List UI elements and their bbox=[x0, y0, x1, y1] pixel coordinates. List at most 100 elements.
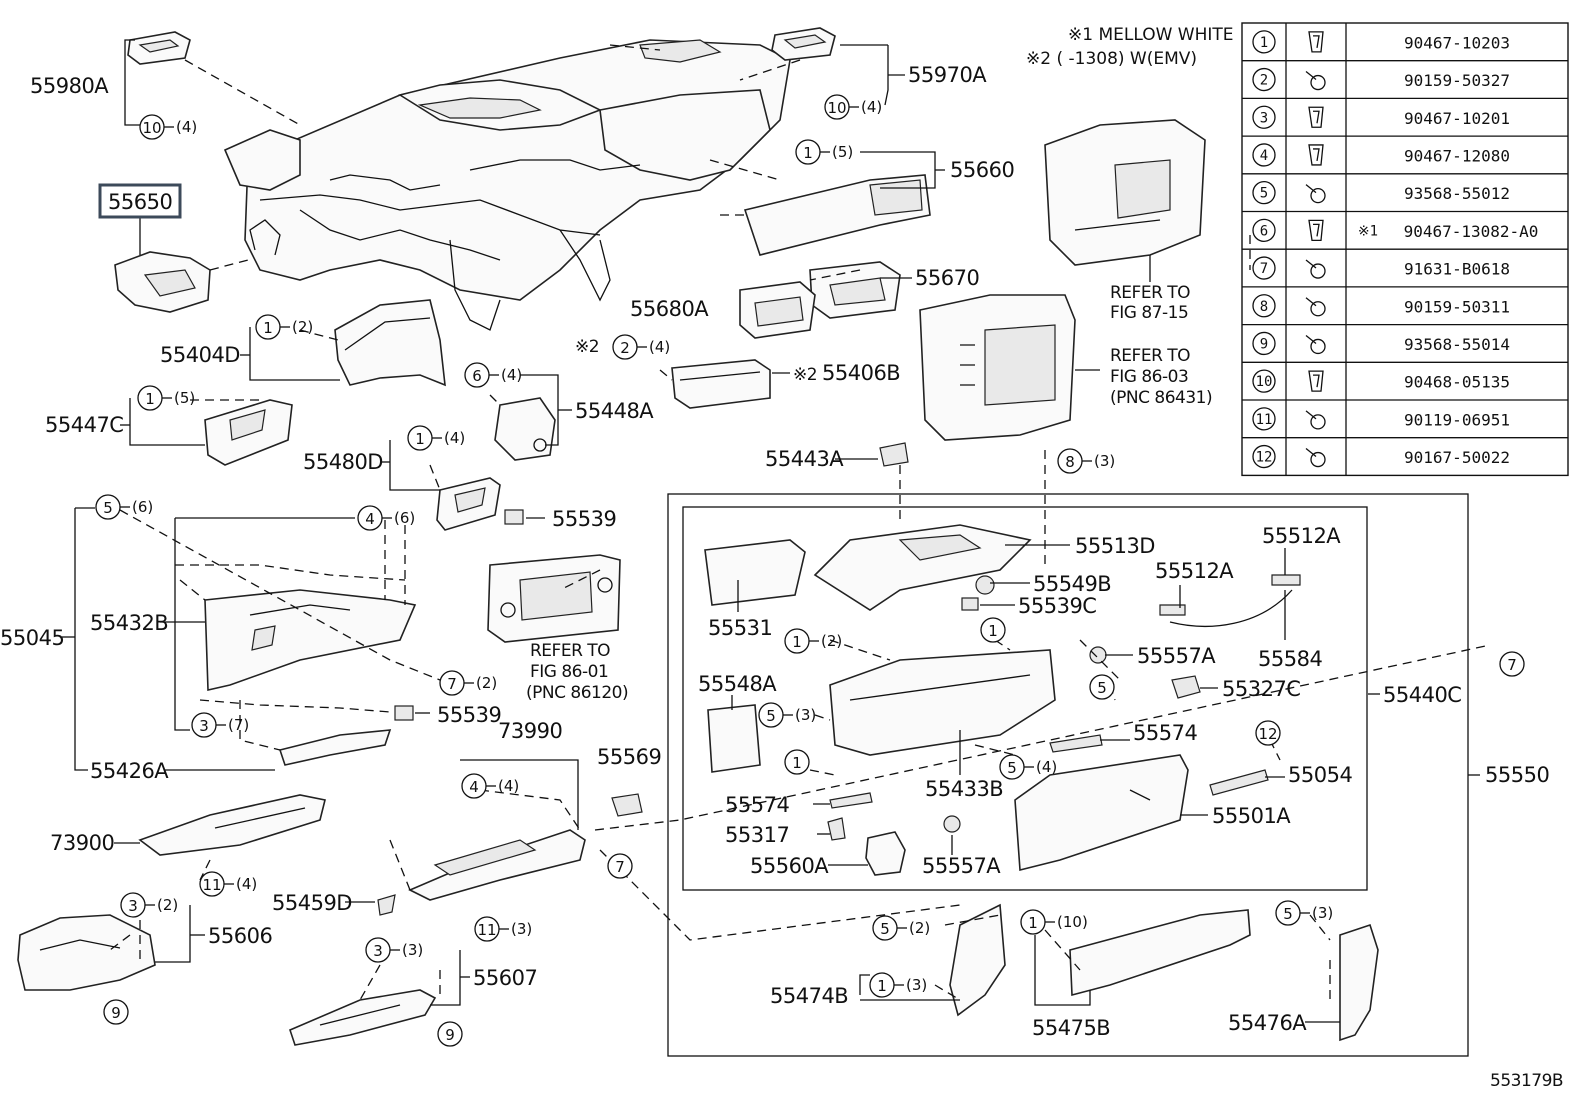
callout-number: 8 bbox=[1065, 453, 1075, 471]
callout-quantity: (2) bbox=[821, 632, 842, 650]
part-55432B-drawing bbox=[204, 589, 417, 691]
screw-icon bbox=[1305, 448, 1326, 468]
label-55574-a: 55574 bbox=[1133, 721, 1197, 745]
label-55539-b: 55539 bbox=[437, 703, 501, 727]
screw-icon bbox=[1305, 410, 1326, 430]
part-55970A-drawing bbox=[771, 27, 836, 61]
label-55539C: 55539C bbox=[1018, 594, 1096, 618]
callout-quantity: (4) bbox=[176, 118, 197, 136]
callout-11: 11(4) bbox=[199, 871, 257, 897]
callout-quantity: (3) bbox=[906, 976, 927, 994]
label-55970A: 55970A bbox=[908, 63, 987, 87]
callout-number: 3 bbox=[373, 942, 383, 960]
row-number: 4 bbox=[1260, 148, 1268, 164]
part-55433B-drawing bbox=[829, 649, 1056, 756]
part-number: 90467-10201 bbox=[1404, 109, 1510, 128]
display-87-15-drawing bbox=[1044, 119, 1206, 266]
part-55406B-drawing bbox=[671, 359, 771, 409]
callout-1: 1(10) bbox=[1020, 909, 1088, 935]
label-73900: 73900 bbox=[50, 831, 114, 855]
row-number-circle bbox=[1252, 180, 1276, 205]
label-55670: 55670 bbox=[915, 266, 979, 290]
screw-icon bbox=[1305, 334, 1326, 355]
clip-icon bbox=[1308, 370, 1324, 392]
part-55650-drawing bbox=[114, 251, 211, 313]
callout-number: 11 bbox=[477, 921, 496, 939]
callout-3: 3(2) bbox=[120, 892, 178, 918]
callout-9: 9 bbox=[103, 999, 129, 1025]
part-73990-drawing bbox=[408, 829, 586, 901]
callout-number: 9 bbox=[445, 1026, 455, 1044]
part-mark: ※1 bbox=[1358, 223, 1378, 239]
callout-1: 1(2) bbox=[784, 628, 842, 654]
label-55475B: 55475B bbox=[1032, 1016, 1110, 1040]
part-number: 91631-B0618 bbox=[1404, 260, 1510, 279]
audio-unit-drawing bbox=[487, 554, 621, 643]
callout-number: 5 bbox=[103, 499, 113, 517]
callout-7: 7 bbox=[607, 853, 633, 879]
callout-3: 3 (3) bbox=[365, 937, 423, 963]
row-number-circle bbox=[1252, 67, 1276, 92]
highlight-box-55650 bbox=[98, 183, 182, 219]
part-55512A-drawing bbox=[1159, 574, 1301, 627]
callout-number: 1 bbox=[988, 622, 998, 640]
callout-quantity: (6) bbox=[132, 498, 153, 516]
label-55406B-mark: ※2 bbox=[793, 365, 817, 385]
label-55574-b: 55574 bbox=[725, 793, 789, 817]
callout-quantity: (4) bbox=[444, 429, 465, 447]
row-number-circle bbox=[1252, 30, 1276, 54]
callout-quantity: (3) bbox=[402, 941, 423, 959]
part-number: 90467-10203 bbox=[1404, 33, 1510, 52]
label-55548A: 55548A bbox=[698, 672, 777, 696]
callout-9: 9 bbox=[437, 1021, 463, 1047]
part-number: 90467-12080 bbox=[1404, 146, 1510, 165]
callout-number: 7 bbox=[1507, 656, 1517, 674]
refer-86-03-line2: FIG 86-03 bbox=[1110, 367, 1188, 387]
instrument-panel-drawing bbox=[223, 39, 791, 331]
label-55317: 55317 bbox=[725, 823, 789, 847]
row-number-circle bbox=[1252, 331, 1276, 356]
refer-86-01-line2: FIG 86-01 bbox=[530, 662, 608, 682]
callout-1: 1(5) bbox=[795, 139, 853, 165]
part-73900-drawing bbox=[138, 794, 326, 856]
callout-number: 10 bbox=[142, 119, 161, 137]
part-55549B-drawing bbox=[975, 575, 995, 595]
part-55054-drawing bbox=[1209, 769, 1269, 796]
callout-quantity: (7) bbox=[228, 716, 249, 734]
refer-87-15-line2: FIG 87-15 bbox=[1110, 303, 1188, 323]
callout-circle bbox=[784, 749, 810, 775]
callout-quantity: (3) bbox=[1312, 904, 1333, 922]
callout-11: 11(3) bbox=[474, 916, 532, 942]
callout-number: 4 bbox=[365, 510, 375, 528]
callout-number: 7 bbox=[615, 858, 625, 876]
callout-5: 5 (6) bbox=[95, 494, 153, 520]
callout-number: 10 bbox=[827, 99, 846, 117]
callout-quantity: (4) bbox=[501, 366, 522, 384]
callout-number: 6 bbox=[472, 367, 482, 385]
part-55480D-drawing bbox=[436, 477, 501, 531]
callout-circle bbox=[103, 999, 129, 1025]
callout-10: 10 (4) bbox=[139, 114, 197, 140]
label-55459D: 55459D bbox=[272, 891, 352, 915]
row-number-circle bbox=[1252, 218, 1276, 243]
label-55447C: 55447C bbox=[45, 413, 123, 437]
refer-86-01-line1: REFER TO bbox=[530, 641, 610, 661]
callout-12: 12 bbox=[1255, 720, 1281, 746]
part-number: 90167-50022 bbox=[1404, 448, 1510, 467]
callout-quantity: (4) bbox=[861, 98, 882, 116]
callout-quantity: (2) bbox=[157, 896, 178, 914]
row-number-circle bbox=[1252, 143, 1276, 167]
refer-86-03-line3: (PNC 86431) bbox=[1110, 388, 1212, 408]
table-row: 4 90467-12080 bbox=[1242, 135, 1568, 174]
row-number: 12 bbox=[1256, 450, 1273, 466]
part-number: 93568-55014 bbox=[1404, 335, 1510, 354]
callout-quantity: (10) bbox=[1057, 913, 1088, 931]
callout-1: 1(3) bbox=[869, 972, 927, 998]
callout-number: 3 bbox=[199, 717, 209, 735]
callout-6: 6 (4) bbox=[464, 362, 522, 388]
